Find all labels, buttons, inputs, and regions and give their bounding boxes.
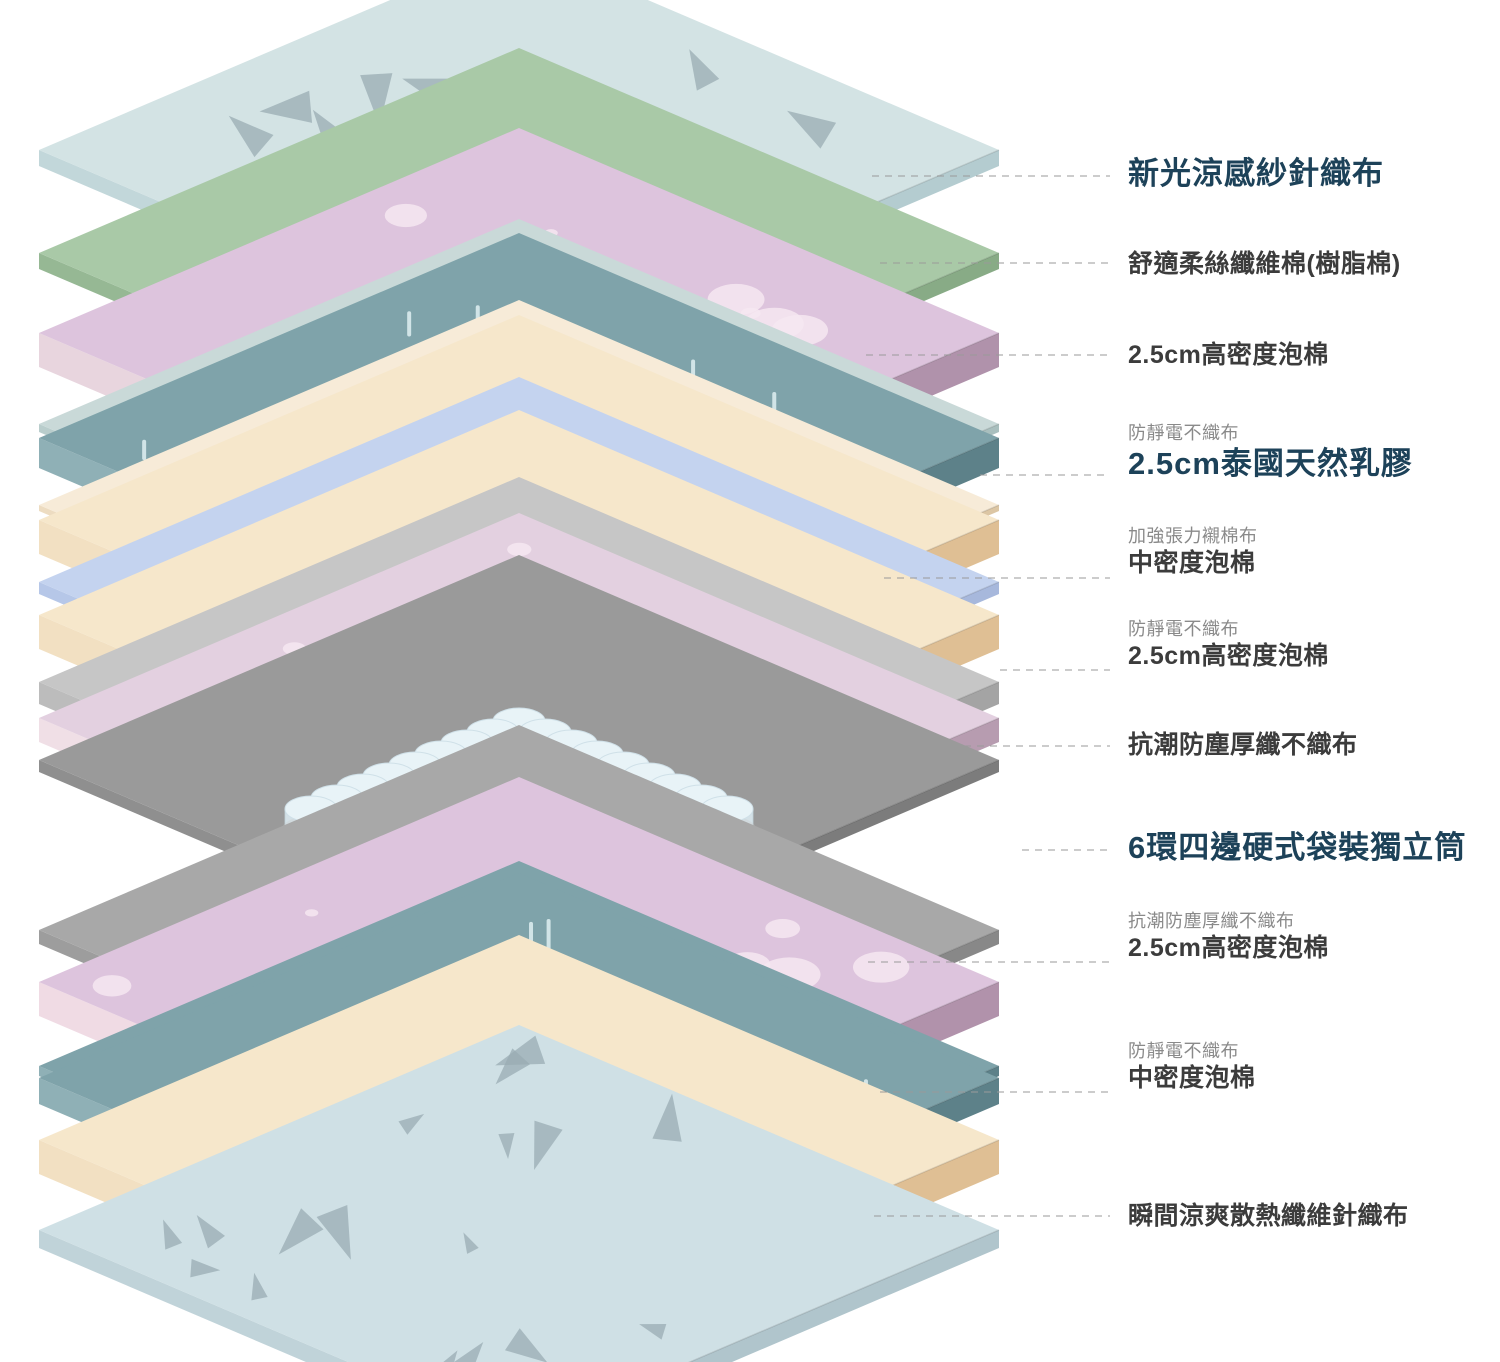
texture-triangle [196, 1215, 226, 1249]
layer-label-l1[interactable]: 新光涼感紗針織布 [1128, 158, 1384, 189]
texture-triangle [495, 1035, 546, 1066]
layer-edge-highlight [688, 1229, 1000, 1362]
texture-triangle [398, 1113, 425, 1135]
texture-triangle [495, 1048, 530, 1085]
texture-triangle [463, 1232, 479, 1254]
texture-streak [142, 439, 147, 461]
layer-sub-label: 防靜電不織布 [1128, 619, 1239, 639]
texture-triangle [639, 1324, 667, 1340]
layer-top-face [39, 1025, 999, 1362]
texture-triangle [504, 1328, 548, 1362]
texture-triangle [689, 49, 720, 91]
layer-label-l6[interactable]: 防靜電不織布 2.5cm高密度泡棉 [1128, 620, 1329, 669]
layer-label-l9[interactable]: 抗潮防塵厚纖不織布 2.5cm高密度泡棉 [1128, 912, 1329, 961]
layer-main-label: 6環四邊硬式袋裝獨立筒 [1128, 830, 1467, 865]
texture-triangle [278, 1208, 324, 1255]
layer-main-label: 抗潮防塵厚纖不織布 [1128, 731, 1358, 759]
layer-label-l4[interactable]: 防靜電不織布 2.5cm泰國天然乳膠 [1128, 424, 1413, 479]
layer-label-l7[interactable]: 抗潮防塵厚纖不織布 [1128, 733, 1358, 758]
layer-label-l11[interactable]: 瞬間涼爽散熱纖維針織布 [1128, 1204, 1409, 1229]
layer-main-label: 新光涼感紗針織布 [1128, 156, 1384, 191]
layer-sub-label: 加強張力襯棉布 [1128, 526, 1258, 546]
texture-triangle [428, 1350, 458, 1362]
layer-main-label: 2.5cm高密度泡棉 [1128, 642, 1329, 670]
layer-label-l8[interactable]: 6環四邊硬式袋裝獨立筒 [1128, 832, 1466, 863]
layer-sub-label: 抗潮防塵厚纖不織布 [1128, 911, 1295, 931]
texture-triangle [498, 1133, 515, 1160]
texture-triangle [259, 90, 313, 123]
texture-triangle [360, 73, 393, 126]
layer-label-l10[interactable]: 防靜電不織布中密度泡棉 [1128, 1042, 1256, 1091]
layer-label-l5[interactable]: 加強張力襯棉布中密度泡棉 [1128, 527, 1258, 576]
texture-bubble [92, 975, 132, 997]
texture-bubble [304, 909, 319, 917]
texture-bubble [507, 542, 532, 557]
texture-triangle [787, 110, 837, 149]
layer-main-label: 2.5cm高密度泡棉 [1128, 341, 1329, 369]
texture-triangle [652, 1093, 682, 1142]
texture-triangle [534, 1120, 563, 1171]
texture-bubble [765, 918, 801, 939]
layer-main-label: 2.5cm高密度泡棉 [1128, 934, 1329, 962]
layer-main-label: 2.5cm泰國天然乳膠 [1128, 446, 1413, 481]
texture-triangle [163, 1219, 183, 1250]
layer-main-label: 舒適柔絲纖維棉(樹脂棉) [1128, 250, 1401, 278]
layer-surface-texture [163, 1035, 682, 1362]
texture-triangle [190, 1258, 221, 1278]
layer-label-l2[interactable]: 舒適柔絲纖維棉(樹脂棉) [1128, 252, 1401, 277]
texture-triangle [228, 115, 274, 158]
layer-main-label: 瞬間涼爽散熱纖維針織布 [1128, 1202, 1409, 1230]
layer-sub-label: 防靜電不織布 [1128, 423, 1239, 443]
layer-label-l3[interactable]: 2.5cm高密度泡棉 [1128, 343, 1329, 368]
layer-main-label: 中密度泡棉 [1128, 1064, 1256, 1092]
texture-bubble [384, 203, 428, 228]
texture-triangle [316, 1205, 351, 1260]
layer-sub-label: 防靜電不織布 [1128, 1041, 1239, 1061]
texture-bubble [852, 951, 910, 983]
layer-cooling-heat-dissipation-knit [39, 1025, 1000, 1362]
texture-triangle [452, 1341, 484, 1362]
texture-triangle [251, 1272, 268, 1301]
texture-streak [407, 311, 412, 337]
layer-main-label: 中密度泡棉 [1128, 549, 1256, 577]
